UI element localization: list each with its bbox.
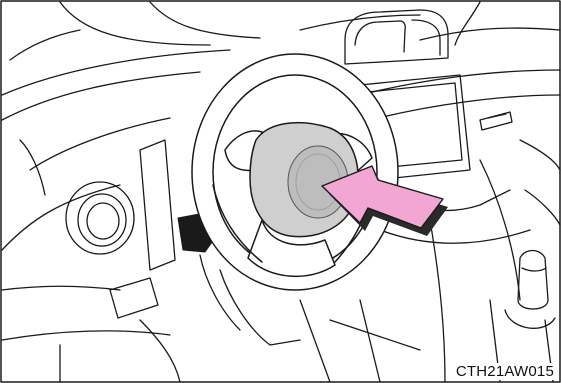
left-air-vent	[66, 182, 134, 254]
lower-left-panels	[2, 140, 180, 382]
figure-reference-code: CTH21AW015	[454, 363, 556, 380]
